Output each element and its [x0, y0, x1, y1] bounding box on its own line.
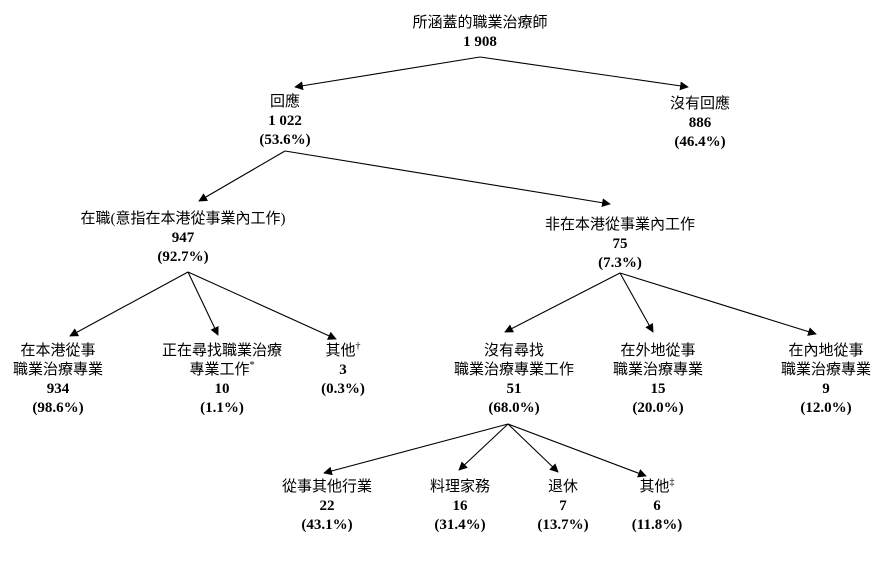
node-label: 正在尋找職業治療	[161, 343, 283, 359]
node-no-response: 沒有回應 886 (46.4%)	[670, 95, 730, 152]
node-value: 934	[46, 381, 70, 397]
node-label: 職業治療專業	[12, 362, 104, 378]
node-label: 在內地從事	[788, 343, 864, 359]
node-label: 回應	[269, 94, 300, 110]
node-percent: (92.7%)	[157, 249, 209, 265]
node-percent: (1.1%)	[200, 400, 244, 416]
node-label: 職業治療專業	[780, 362, 872, 378]
node-label: 在外地從事	[620, 343, 696, 359]
node-label: 沒有尋找	[483, 343, 545, 359]
arrow-employed-practicing-hk	[69, 271, 189, 337]
node-label: 非在本港從事業內工作	[544, 217, 696, 233]
node-label: 其他†	[325, 341, 361, 360]
node-percent: (7.3%)	[598, 255, 642, 271]
arrow-employed-others	[187, 271, 337, 340]
arrow-not-seeking-others	[507, 423, 647, 478]
node-retired: 退休 7 (13.7%)	[537, 478, 588, 535]
node-label: 所涵蓋的職業治療師	[412, 15, 548, 31]
node-total-covered: 所涵蓋的職業治療師 1 908	[412, 14, 547, 52]
arrow-responded-not-in-hk	[284, 150, 611, 208]
node-percent: (53.6%)	[259, 132, 311, 148]
node-value: 22	[319, 498, 335, 514]
arrow-employed-seeking-work	[187, 271, 219, 336]
node-not-working-in-hk: 非在本港從事業內工作 75 (7.3%)	[545, 216, 695, 273]
node-label: 料理家務	[429, 479, 491, 495]
node-percent: (20.0%)	[632, 400, 684, 416]
footnote-marker-dagger: †	[355, 341, 361, 352]
arrow-not-in-hk-mainland	[619, 272, 817, 336]
arrow-root-responded	[294, 56, 481, 91]
node-percent: (0.3%)	[321, 381, 365, 397]
arrow-responded-employed	[198, 150, 286, 202]
arrow-not-in-hk-overseas	[619, 272, 654, 333]
arrow-not-seeking-retired	[507, 423, 559, 473]
footnote-marker-asterisk: *	[249, 360, 255, 371]
node-percent: (11.8%)	[631, 517, 683, 533]
node-label: 職業治療專業	[612, 362, 704, 378]
node-not-seeking-ot-work: 沒有尋找 職業治療專業工作 51 (68.0%)	[454, 342, 574, 418]
node-value: 15	[650, 381, 666, 397]
node-value: 7	[559, 498, 567, 514]
node-value: 886	[688, 115, 712, 131]
node-value: 3	[339, 362, 347, 378]
node-others-not-seeking: 其他‡ 6 (11.8%)	[632, 478, 682, 535]
node-other-industry: 從事其他行業 22 (43.1%)	[282, 478, 372, 535]
node-label: 職業治療專業工作	[453, 362, 575, 378]
node-value: 6	[653, 498, 661, 514]
node-percent: (12.0%)	[800, 400, 852, 416]
arrow-not-in-hk-not-seeking	[504, 272, 621, 333]
node-percent: (68.0%)	[488, 400, 540, 416]
node-value: 10	[214, 381, 230, 397]
node-percent: (31.4%)	[434, 517, 486, 533]
node-practicing-ot-overseas: 在外地從事 職業治療專業 15 (20.0%)	[613, 342, 703, 418]
node-label: 在職(意指在本港從事業內工作)	[80, 211, 286, 227]
node-value: 16	[452, 498, 468, 514]
node-percent: (43.1%)	[301, 517, 353, 533]
node-value: 75	[612, 236, 628, 252]
node-label: 退休	[547, 479, 578, 495]
node-practicing-ot-in-hk: 在本港從事 職業治療專業 934 (98.6%)	[13, 342, 103, 418]
node-others-employed: 其他† 3 (0.3%)	[321, 342, 365, 399]
node-percent: (13.7%)	[537, 517, 589, 533]
node-percent: (98.6%)	[32, 400, 84, 416]
node-seeking-ot-work: 正在尋找職業治療 專業工作* 10 (1.1%)	[162, 342, 282, 418]
node-value: 1 908	[463, 34, 497, 50]
node-value: 947	[171, 230, 195, 246]
node-housework: 料理家務 16 (31.4%)	[430, 478, 490, 535]
node-practicing-ot-mainland: 在內地從事 職業治療專業 9 (12.0%)	[781, 342, 871, 418]
arrow-not-seeking-other-industry	[323, 423, 509, 476]
node-label: 專業工作*	[189, 360, 255, 379]
arrow-not-seeking-housework	[458, 423, 509, 471]
node-label: 其他‡	[639, 477, 675, 496]
node-responded: 回應 1 022 (53.6%)	[259, 93, 310, 150]
node-value: 9	[822, 381, 830, 397]
node-label: 從事其他行業	[281, 479, 373, 495]
node-label: 在本港從事	[20, 343, 96, 359]
arrow-root-no-response	[479, 56, 689, 91]
node-label: 沒有回應	[669, 96, 731, 112]
node-value: 1 022	[268, 113, 302, 129]
node-value: 51	[506, 381, 522, 397]
footnote-marker-double-dagger: ‡	[669, 477, 675, 488]
node-percent: (46.4%)	[674, 134, 726, 150]
node-employed-in-hk: 在職(意指在本港從事業內工作) 947 (92.7%)	[81, 210, 286, 267]
